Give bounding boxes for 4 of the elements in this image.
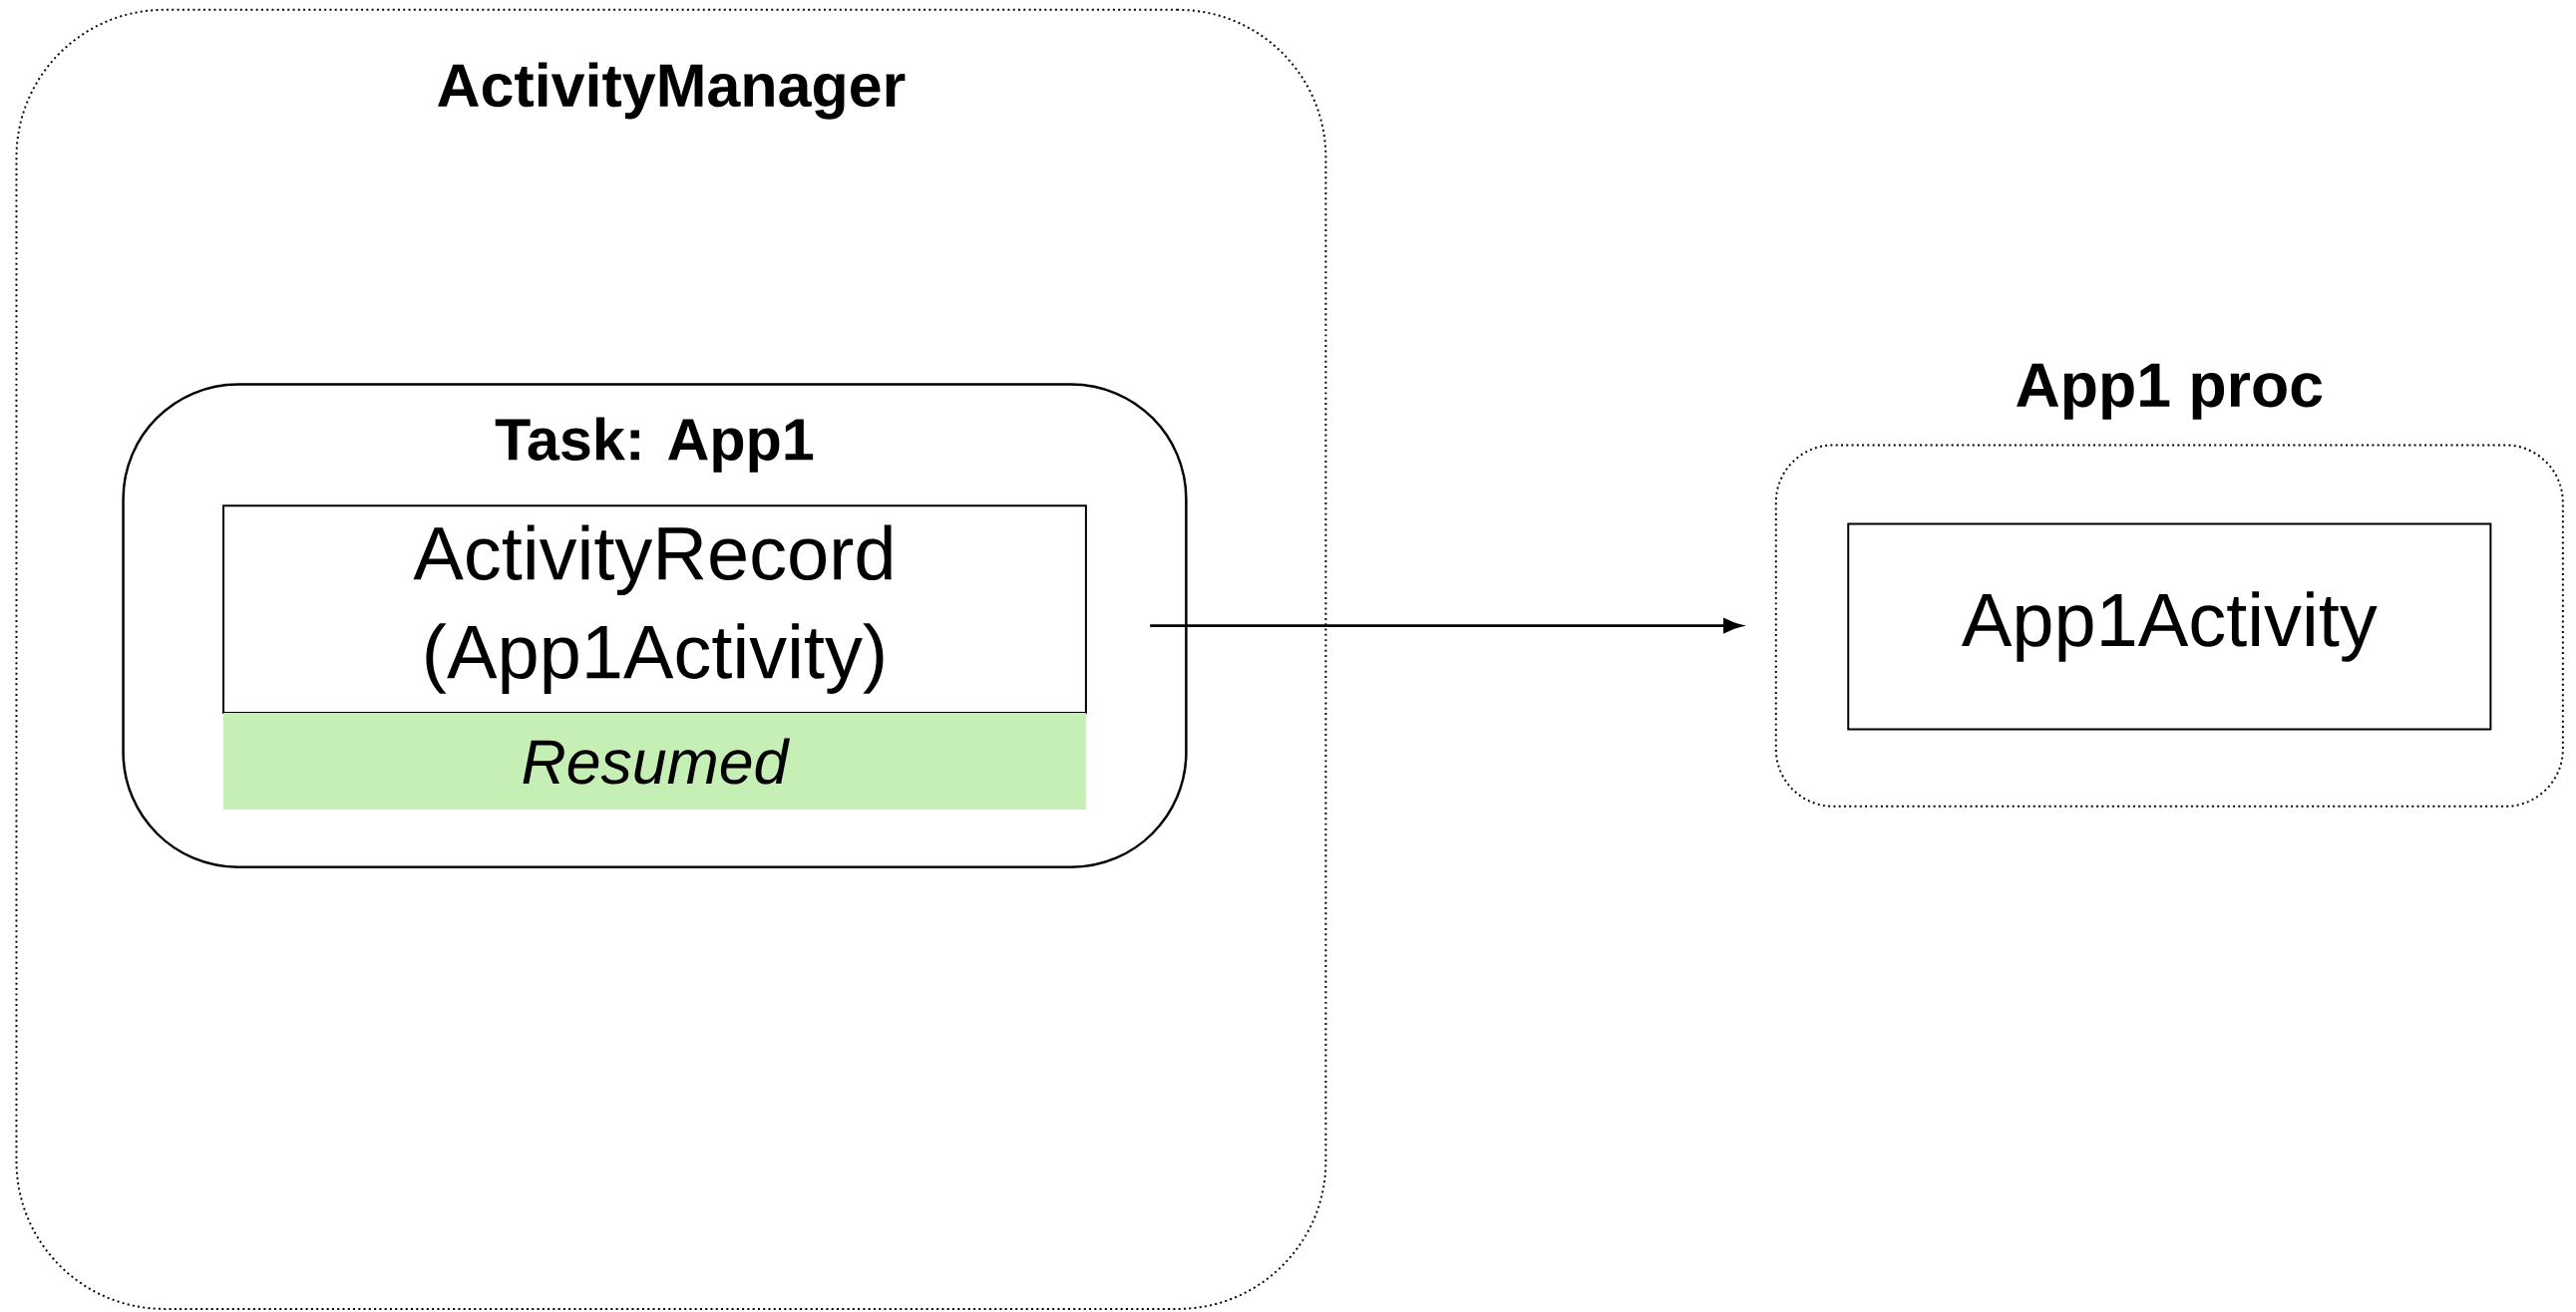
node-label: App1 proc	[2017, 363, 2323, 420]
status-band: Resumed	[223, 712, 1086, 810]
activity-box: App1Activity	[1847, 522, 2492, 731]
record-box: ActivityRecord (App1Activity)	[222, 504, 1087, 714]
